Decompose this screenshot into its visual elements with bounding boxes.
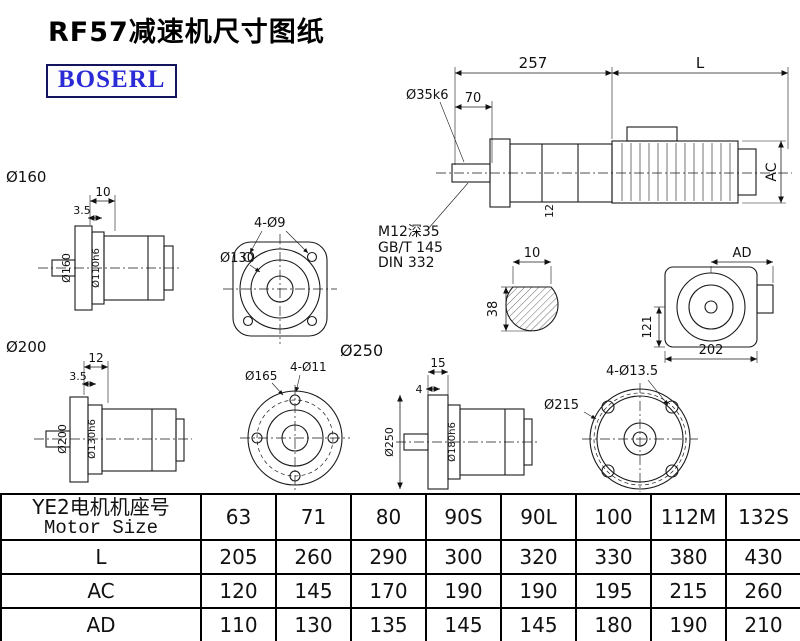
keyway-dim-10: 10 (524, 246, 541, 261)
cell: 205 (200, 539, 277, 575)
cell: 260 (725, 573, 800, 609)
page-title: RF57减速机尺寸图纸 (48, 17, 325, 48)
cell: 170 (350, 573, 427, 609)
cell: 145 (500, 607, 577, 641)
cell: 215 (650, 573, 727, 609)
rear-housing (664, 266, 758, 348)
shaft-dim-38: 38 (486, 301, 501, 318)
cell: 120 (200, 573, 277, 609)
cell: 300 (425, 539, 502, 575)
brand-logo: BOSERL (46, 64, 178, 98)
flange200-side-view: Ø200 12 3.5 Ø200 Ø130h6 (6, 338, 192, 483)
gearbox-body (509, 143, 613, 203)
header-motor-size: YE2电机机座号 Motor Size (0, 493, 202, 541)
table-header-row: YE2电机机座号 Motor Size 63 71 80 90S 90L 100… (0, 493, 800, 541)
shaft-section-outline (505, 286, 559, 332)
cell: 195 (575, 573, 652, 609)
cell: 330 (575, 539, 652, 575)
flange250-dia-outer: Ø250 (383, 427, 396, 457)
col-132s: 132S (725, 493, 800, 541)
flange215-dia-label: Ø215 (544, 398, 579, 413)
motor-cooling-fins (621, 143, 731, 201)
cell: 380 (650, 539, 727, 575)
col-112m: 112M (650, 493, 727, 541)
cell: 145 (425, 607, 502, 641)
cell: 190 (425, 573, 502, 609)
col-71: 71 (275, 493, 352, 541)
technical-drawing-canvas: 257 L 70 Ø35k6 (6, 55, 792, 492)
dim-70-label: 70 (465, 91, 482, 106)
flange200-dim-12: 12 (88, 351, 103, 365)
cell: 190 (500, 573, 577, 609)
flange200-dim-3-5: 3.5 (69, 370, 87, 383)
shaft-diameter-label: Ø35k6 (406, 88, 449, 103)
note-tap-label: M12深35 (378, 224, 440, 240)
flange200-dia-outer: Ø200 (56, 424, 69, 454)
col-63: 63 (200, 493, 277, 541)
row-l-label: L (0, 539, 202, 575)
dim-ad-label: AD (733, 246, 752, 261)
flange160-dia-spigot: Ø110h6 (90, 248, 102, 288)
cell: 290 (350, 539, 427, 575)
row-ac-label: AC (0, 573, 202, 609)
table-row-ac: AC 120 145 170 190 190 195 215 260 (0, 573, 800, 609)
cell: 190 (650, 607, 727, 641)
cell: 145 (275, 573, 352, 609)
row-ad-label: AD (0, 607, 202, 641)
col-90s: 90S (425, 493, 502, 541)
flange250-label: Ø250 (340, 341, 383, 360)
front130-holes-label: 4-Ø9 (254, 216, 285, 231)
flange250-views: Ø250 Ø165 4-Ø11 15 4 (240, 341, 540, 491)
flange200-dia-spigot: Ø130h6 (86, 419, 98, 459)
col-80: 80 (350, 493, 427, 541)
dim-ac-label: AC (764, 162, 780, 181)
dim-202-label: 202 (699, 343, 724, 358)
header-en: Motor Size (43, 516, 159, 539)
fan-cover (737, 148, 757, 196)
cell: 130 (275, 607, 352, 641)
cell: 320 (500, 539, 577, 575)
table-row-l: L 205 260 290 300 320 330 380 430 (0, 539, 800, 575)
cell: 260 (275, 539, 352, 575)
flange160-label: Ø160 (6, 168, 46, 186)
connector-box (756, 284, 774, 314)
flange215-holes-label: 4-Ø13.5 (606, 364, 658, 379)
flange250-dim-4: 4 (416, 383, 423, 396)
flange160-dim-3-5: 3.5 (73, 204, 91, 217)
flange250-holes-label: 4-Ø11 (290, 360, 327, 374)
flange160-dim-10: 10 (95, 185, 110, 199)
terminal-box (626, 126, 678, 142)
flange200-label: Ø200 (6, 338, 46, 356)
gearmotor-side-view: 257 L 70 Ø35k6 (378, 55, 792, 271)
dimension-table: YE2电机机座号 Motor Size 63 71 80 90S 90L 100… (0, 493, 800, 641)
cell: 180 (575, 607, 652, 641)
col-90l: 90L (500, 493, 577, 541)
table-row-ad: AD 110 130 135 145 145 180 190 210 (0, 607, 800, 641)
motor-rear-view: AD 121 202 (640, 246, 774, 363)
front130-dia-label: Ø130 (220, 251, 255, 266)
cell: 135 (350, 607, 427, 641)
flange250-dia-165: Ø165 (245, 369, 277, 383)
flange215-front-view: 4-Ø13.5 Ø215 (544, 364, 698, 492)
flange250-dim-15: 15 (430, 356, 445, 370)
flange250-dia-spigot: Ø180h6 (446, 422, 458, 462)
dim-121-label: 121 (640, 316, 654, 339)
flange160-side-view: Ø160 10 3.5 Ø160 Ø110h6 (6, 168, 180, 311)
shaft-keyway-section: 10 38 (486, 246, 559, 332)
header-cn: YE2电机机座号 (32, 494, 170, 519)
dim-257-label: 257 (519, 55, 548, 72)
col-100: 100 (575, 493, 652, 541)
cell: 430 (725, 539, 800, 575)
dim-l-label: L (696, 55, 705, 72)
note-gb-label: GB/T 145 (378, 240, 443, 256)
flange130-front-view: 4-Ø9 Ø130 (220, 216, 337, 344)
cell: 210 (725, 607, 800, 641)
note-din-label: DIN 332 (378, 255, 435, 271)
dim-12-label: 12 (543, 204, 556, 218)
cell: 110 (200, 607, 277, 641)
flange160-dia-outer: Ø160 (60, 253, 73, 283)
